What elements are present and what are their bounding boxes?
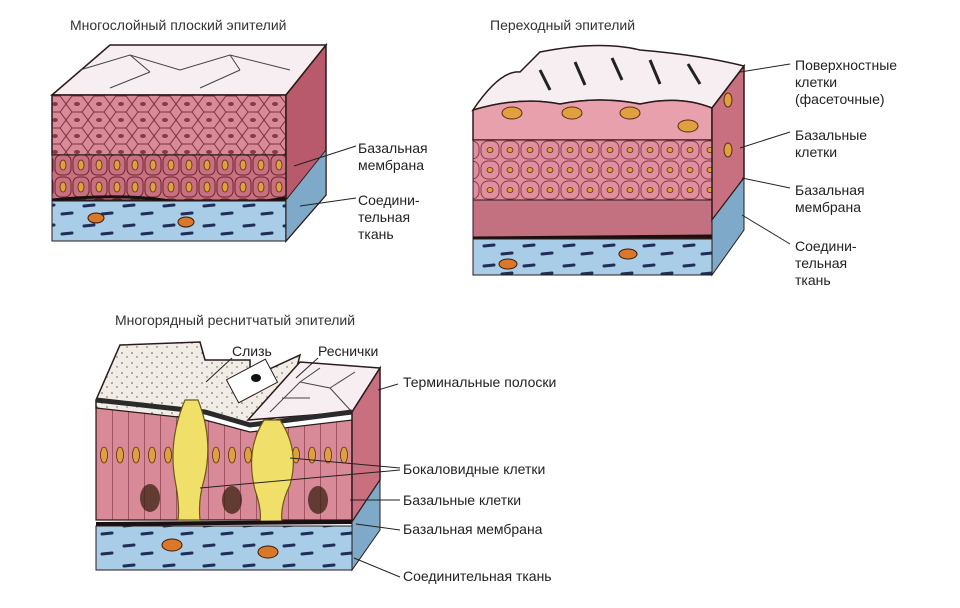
label-basal-membrane-3: Базальная мембрана bbox=[403, 521, 542, 538]
label-basal-membrane-1: Базальная мембрана bbox=[358, 140, 428, 174]
label-cilia: Реснички bbox=[318, 343, 378, 360]
label-connective-tissue-3: Соединительная ткань bbox=[403, 568, 552, 585]
label-mucus: Слизь bbox=[232, 343, 272, 360]
label-basal-cells-3: Базальные клетки bbox=[403, 492, 521, 509]
diagram-3-title: Многорядный реснитчатый эпителий bbox=[115, 312, 355, 329]
pseudostratified-block bbox=[96, 342, 380, 570]
label-connective-tissue-1: Соедини- тельная ткань bbox=[358, 192, 420, 243]
diagram-2-title: Переходный эпителий bbox=[490, 17, 635, 34]
label-terminal-bars: Терминальные полоски bbox=[403, 374, 556, 391]
diagram-1-title: Многослойный плоский эпителий bbox=[70, 17, 286, 34]
label-surface-cells: Поверхностные клетки (фасеточные) bbox=[795, 57, 897, 108]
stratified-squamous-block bbox=[52, 45, 326, 241]
label-goblet-cells: Бокаловидные клетки bbox=[403, 461, 545, 478]
label-basal-membrane-2: Базальная мембрана bbox=[795, 182, 865, 216]
leader-lines-2 bbox=[740, 64, 790, 244]
label-basal-cells-2: Базальные клетки bbox=[795, 127, 867, 161]
transitional-block bbox=[473, 45, 744, 275]
label-connective-tissue-2: Соедини- тельная ткань bbox=[795, 238, 857, 289]
